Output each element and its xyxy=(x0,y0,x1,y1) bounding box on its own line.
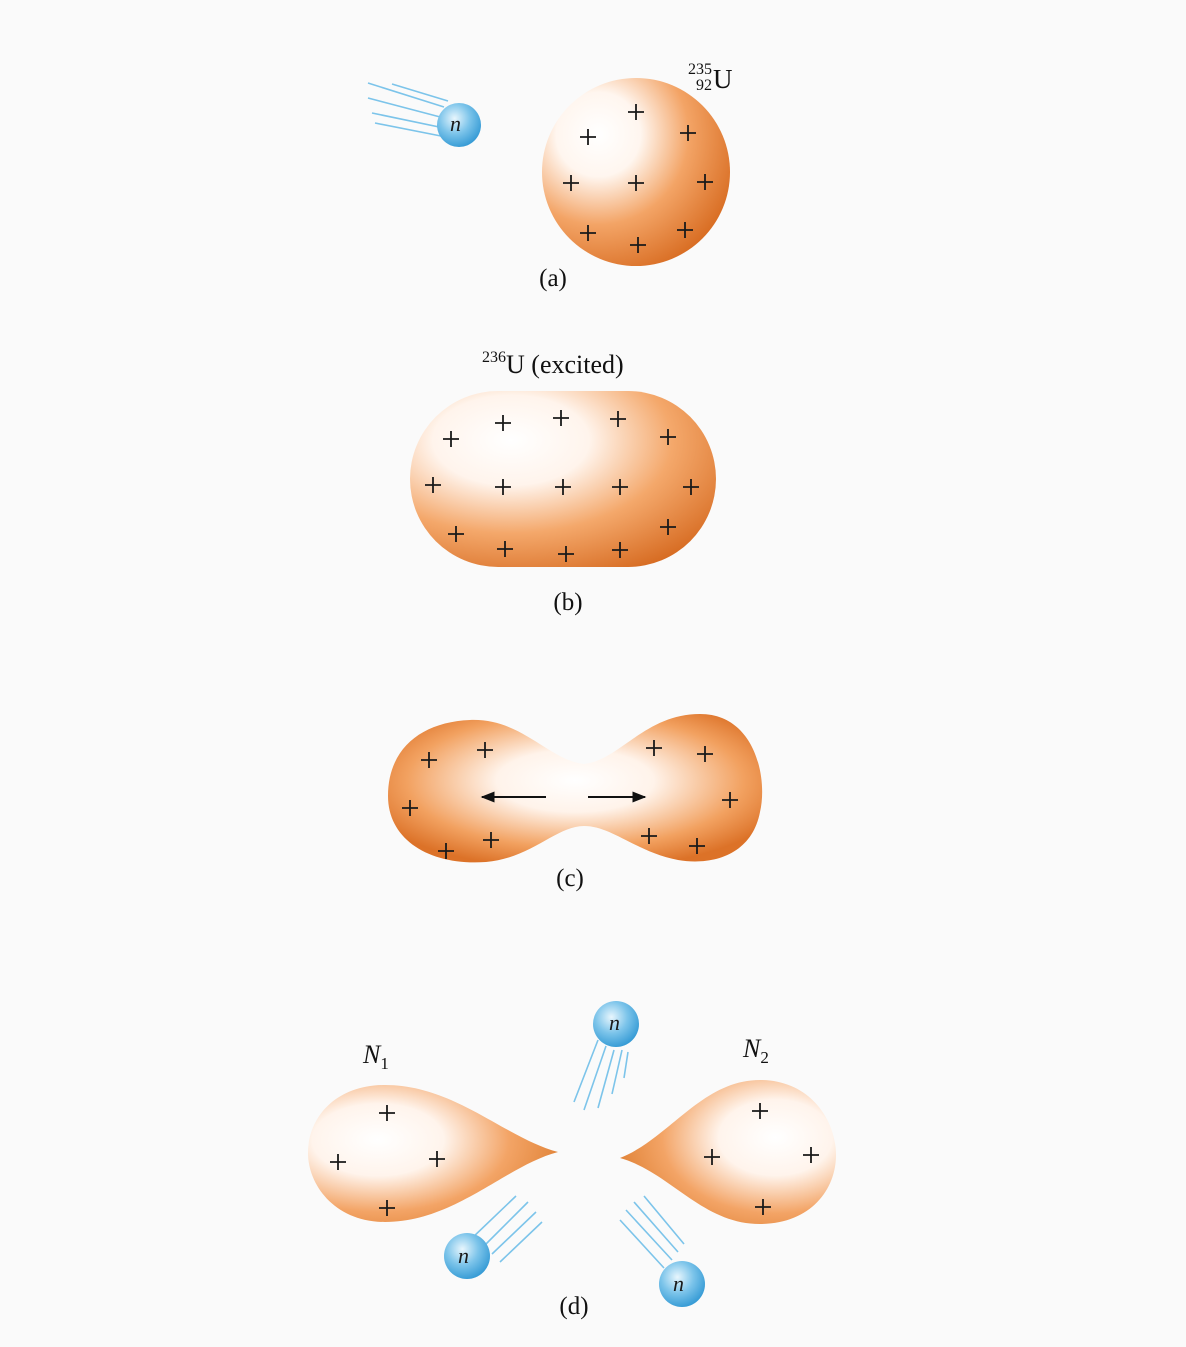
atomic-number: 92 xyxy=(688,78,712,94)
excited-state-text: (excited) xyxy=(531,350,623,379)
fragment-symbol: N xyxy=(743,1034,760,1063)
neutron-n-label-bottom-right: n xyxy=(673,1271,684,1296)
fragment-subscript: 2 xyxy=(760,1048,769,1067)
emitted-neutron-streaks-top xyxy=(574,1040,628,1110)
panel-a: n xyxy=(368,78,730,266)
incoming-neutron-streaks xyxy=(368,83,448,137)
fragment-subscript: 1 xyxy=(380,1054,389,1073)
panel-b xyxy=(410,391,716,567)
element-symbol: U xyxy=(713,64,733,94)
panel-b-caption: (b) xyxy=(553,590,582,615)
fragment-n2-label: N2 xyxy=(743,1036,769,1062)
elongated-nucleus xyxy=(388,714,762,862)
panel-c-caption: (c) xyxy=(556,866,584,891)
isotope-label-u236-excited: 236U (excited) xyxy=(482,352,624,378)
isotope-numbers: 235 92 xyxy=(688,62,712,94)
emitted-neutron-streaks-bottom-right xyxy=(620,1196,684,1268)
mass-number: 235 xyxy=(688,62,712,78)
element-symbol: U xyxy=(506,350,525,379)
fragment-n1 xyxy=(308,1085,558,1222)
fragment-n1-label: N1 xyxy=(363,1042,389,1068)
panel-c xyxy=(388,714,762,862)
panel-a-caption: (a) xyxy=(539,266,567,291)
neutron-n-label: n xyxy=(450,111,461,136)
mass-number: 236 xyxy=(482,349,506,366)
isotope-label-u235: 235 92 U xyxy=(688,62,733,96)
fragment-symbol: N xyxy=(363,1040,380,1069)
panel-d-caption: (d) xyxy=(559,1294,588,1319)
neutron-n-label-bottom-left: n xyxy=(458,1243,469,1268)
fragment-n2 xyxy=(620,1080,836,1224)
neutron-n-label-top: n xyxy=(609,1010,620,1035)
